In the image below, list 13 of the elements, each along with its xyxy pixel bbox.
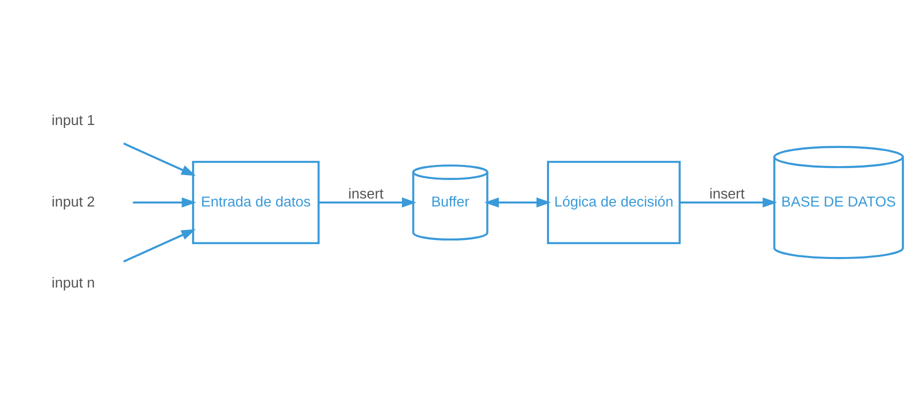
arrow <box>484 197 551 208</box>
arrow <box>680 197 778 208</box>
arrow <box>132 197 196 208</box>
node-box: Lógica de decisión <box>546 160 681 244</box>
edge-label: insert <box>709 186 745 203</box>
node-text: input n <box>52 276 95 292</box>
node-text: input 1 <box>52 113 95 130</box>
arrow <box>123 142 196 176</box>
arrow <box>123 229 196 262</box>
node-text: input 2 <box>52 194 95 210</box>
node-box: Entrada de datos <box>192 160 320 244</box>
edge-label: insert <box>348 186 384 203</box>
arrow <box>318 197 416 208</box>
